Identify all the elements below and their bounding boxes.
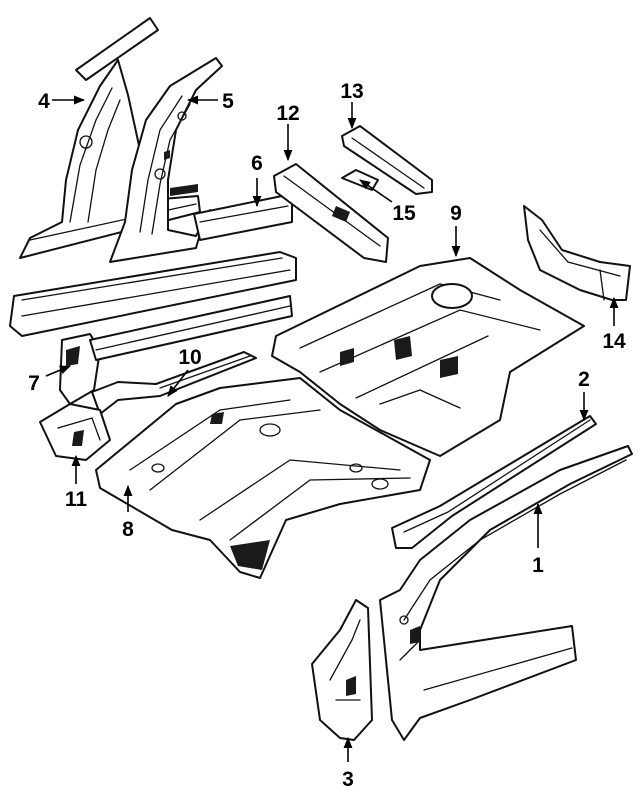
leader-10 [167, 369, 189, 397]
part-6-rocker-upper [9, 195, 297, 337]
callout-15: 15 [392, 202, 416, 225]
callout-2: 2 [578, 368, 590, 391]
callout-12: 12 [276, 102, 299, 125]
part-14-wheelhouse [523, 205, 631, 301]
callout-8: 8 [122, 518, 134, 541]
leader-7 [45, 365, 72, 377]
part-8-front-floor [95, 377, 431, 579]
callout-11: 11 [65, 488, 88, 511]
callout-14: 14 [602, 330, 626, 353]
part-2-roof-rail [391, 415, 597, 549]
part-10-reinforcement [91, 351, 257, 415]
part-7-lower-panel [59, 295, 293, 405]
part-12-crossmember [273, 163, 389, 263]
callout-labels: 4 5 6 12 13 15 9 14 2 1 10 7 11 8 3 [28, 80, 626, 791]
callout-6: 6 [251, 152, 263, 175]
part-11-bracket [39, 403, 111, 461]
part-13-rear-crossmember [341, 125, 433, 195]
leader-lines [45, 95, 619, 762]
callout-4: 4 [38, 90, 50, 113]
part-9-rear-floor [271, 257, 585, 457]
callout-5: 5 [222, 90, 234, 113]
part-3-a-pillar-lower [311, 599, 373, 741]
callout-1: 1 [532, 554, 544, 577]
callout-9: 9 [450, 202, 462, 225]
leader-15 [359, 179, 393, 203]
callout-13: 13 [340, 80, 363, 103]
callout-10: 10 [178, 346, 201, 369]
callout-3: 3 [342, 768, 354, 791]
callout-7: 7 [28, 372, 40, 395]
part-1-body-side [379, 445, 633, 741]
